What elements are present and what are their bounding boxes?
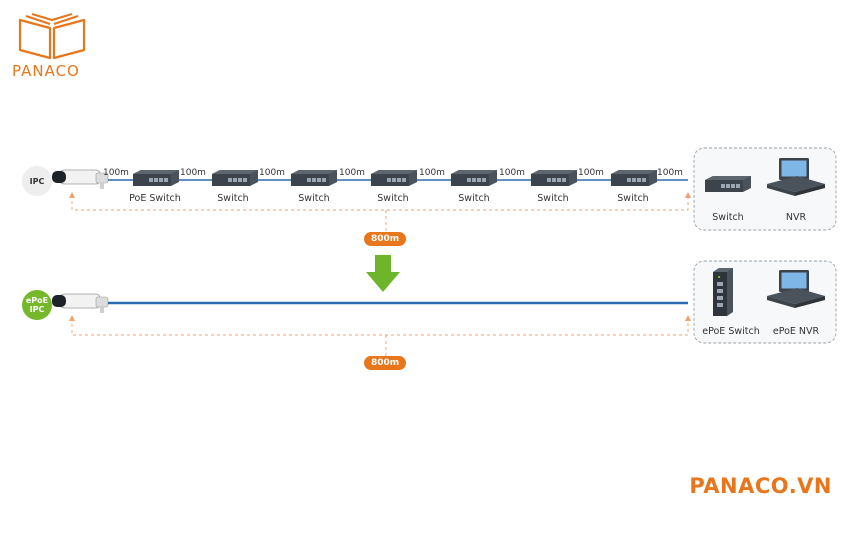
switch-icon-6 (531, 170, 577, 186)
bottom-arrowhead-right (685, 315, 691, 321)
book-logo-icon (18, 12, 86, 60)
segment-label: 100m (657, 168, 683, 178)
bottom-distance-line (71, 318, 689, 336)
brand-url: PANACO.VN (689, 474, 832, 498)
epoe-ipc-badge: ePoE IPC (22, 290, 52, 320)
switch-icon-2 (212, 170, 258, 186)
switch-icon-3 (291, 170, 337, 186)
switch-label-2: Switch (217, 193, 249, 204)
brand-logo (12, 12, 92, 67)
switch-label-1: PoE Switch (129, 193, 181, 204)
switch-label-3: Switch (298, 193, 330, 204)
top-arrowhead-left (69, 192, 75, 198)
bottom-arrowhead-left (69, 315, 75, 321)
ipc-camera-icon (51, 169, 109, 190)
nvr-label: NVR (785, 212, 807, 223)
segment-label: 100m (499, 168, 525, 178)
brand-logo-text: PANACO (12, 62, 80, 80)
top-distance-pill: 800m (364, 232, 407, 246)
switch-label-4: Switch (377, 193, 409, 204)
switch-icon-1 (133, 170, 179, 186)
switch-icon-5 (451, 170, 497, 186)
epoe-ipc-camera-icon (51, 293, 109, 314)
ipc-badge: IPC (22, 166, 52, 196)
epoe-nvr-label: ePoE NVR (772, 326, 820, 337)
segment-label: 100m (259, 168, 285, 178)
switch-label-7: Switch (617, 193, 649, 204)
switch-label-5: Switch (458, 193, 490, 204)
end-switch-label: Switch (712, 212, 744, 223)
segment-label: 100m (578, 168, 604, 178)
switch-icon-7 (611, 170, 657, 186)
bottom-row (51, 260, 837, 356)
epoe-badge-line2: IPC (29, 305, 45, 314)
switch-icon-4 (371, 170, 417, 186)
switch-label-6: Switch (537, 193, 569, 204)
end-switch-icon (705, 176, 751, 192)
top-row (51, 147, 837, 232)
segment-label: 100m (180, 168, 206, 178)
ipc-badge-label: IPC (29, 176, 45, 186)
epoe-switch-label: ePoE Switch (702, 326, 760, 337)
down-arrow-icon (366, 255, 400, 292)
epoe-badge-line1: ePoE (25, 296, 49, 305)
bottom-distance-pill: 800m (364, 356, 407, 370)
top-arrowhead-right (685, 192, 691, 198)
segment-label: 100m (419, 168, 445, 178)
epoe-switch-icon (713, 268, 733, 316)
top-distance-line (71, 195, 689, 211)
segment-label: 100m (103, 168, 129, 178)
segment-label: 100m (339, 168, 365, 178)
